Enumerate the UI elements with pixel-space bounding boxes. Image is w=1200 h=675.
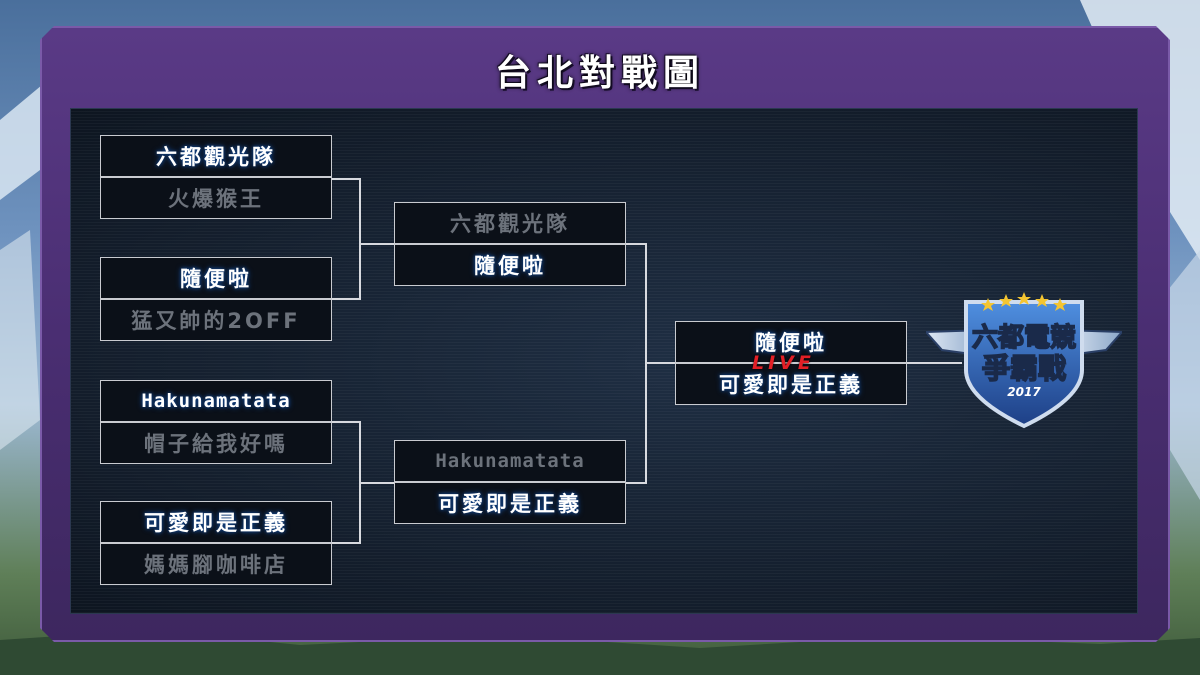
tournament-logo: 六都電競 爭霸戰 2017 [926, 292, 1122, 429]
live-badge: LIVE [752, 352, 815, 374]
final-bottom-team[interactable]: 可愛即是正義 [675, 363, 907, 405]
r2-m1-top-team[interactable]: 六都觀光隊 [394, 202, 626, 244]
connector-line [332, 421, 361, 423]
r2-m2-bottom-team[interactable]: 可愛即是正義 [394, 482, 626, 524]
r2-m1-bottom-team[interactable]: 隨便啦 [394, 244, 626, 286]
r1-m3-top-team[interactable]: Hakunamatata [100, 380, 332, 422]
connector-line [626, 482, 647, 484]
connector-line [359, 482, 394, 484]
star-icon [981, 292, 1067, 311]
final-top-team[interactable]: 隨便啦 [675, 321, 907, 363]
r1-m3-bottom-team[interactable]: 帽子給我好嗎 [100, 422, 332, 464]
connector-line [332, 542, 361, 544]
r1-m2-top-team[interactable]: 隨便啦 [100, 257, 332, 299]
connector-line [332, 298, 361, 300]
connector-line [359, 243, 394, 245]
connector-line [626, 243, 647, 245]
connector-line [359, 178, 361, 300]
page-title: 台北對戰圖 [494, 53, 705, 94]
r1-m4-bottom-team[interactable]: 媽媽腳咖啡店 [100, 543, 332, 585]
r1-m4-top-team[interactable]: 可愛即是正義 [100, 501, 332, 543]
connector-line [907, 362, 962, 364]
r1-m1-top-team[interactable]: 六都觀光隊 [100, 135, 332, 177]
r1-m1-bottom-team[interactable]: 火爆猴王 [100, 177, 332, 219]
r1-m2-bottom-team[interactable]: 猛又帥的2OFF [100, 299, 332, 341]
connector-line [332, 178, 361, 180]
logo-line2: 爭霸戰 [982, 352, 1066, 385]
logo-year: 2017 [1007, 385, 1041, 399]
connector-line [645, 362, 675, 364]
logo-line1: 六都電競 [972, 322, 1076, 353]
r2-m2-top-team[interactable]: Hakunamatata [394, 440, 626, 482]
